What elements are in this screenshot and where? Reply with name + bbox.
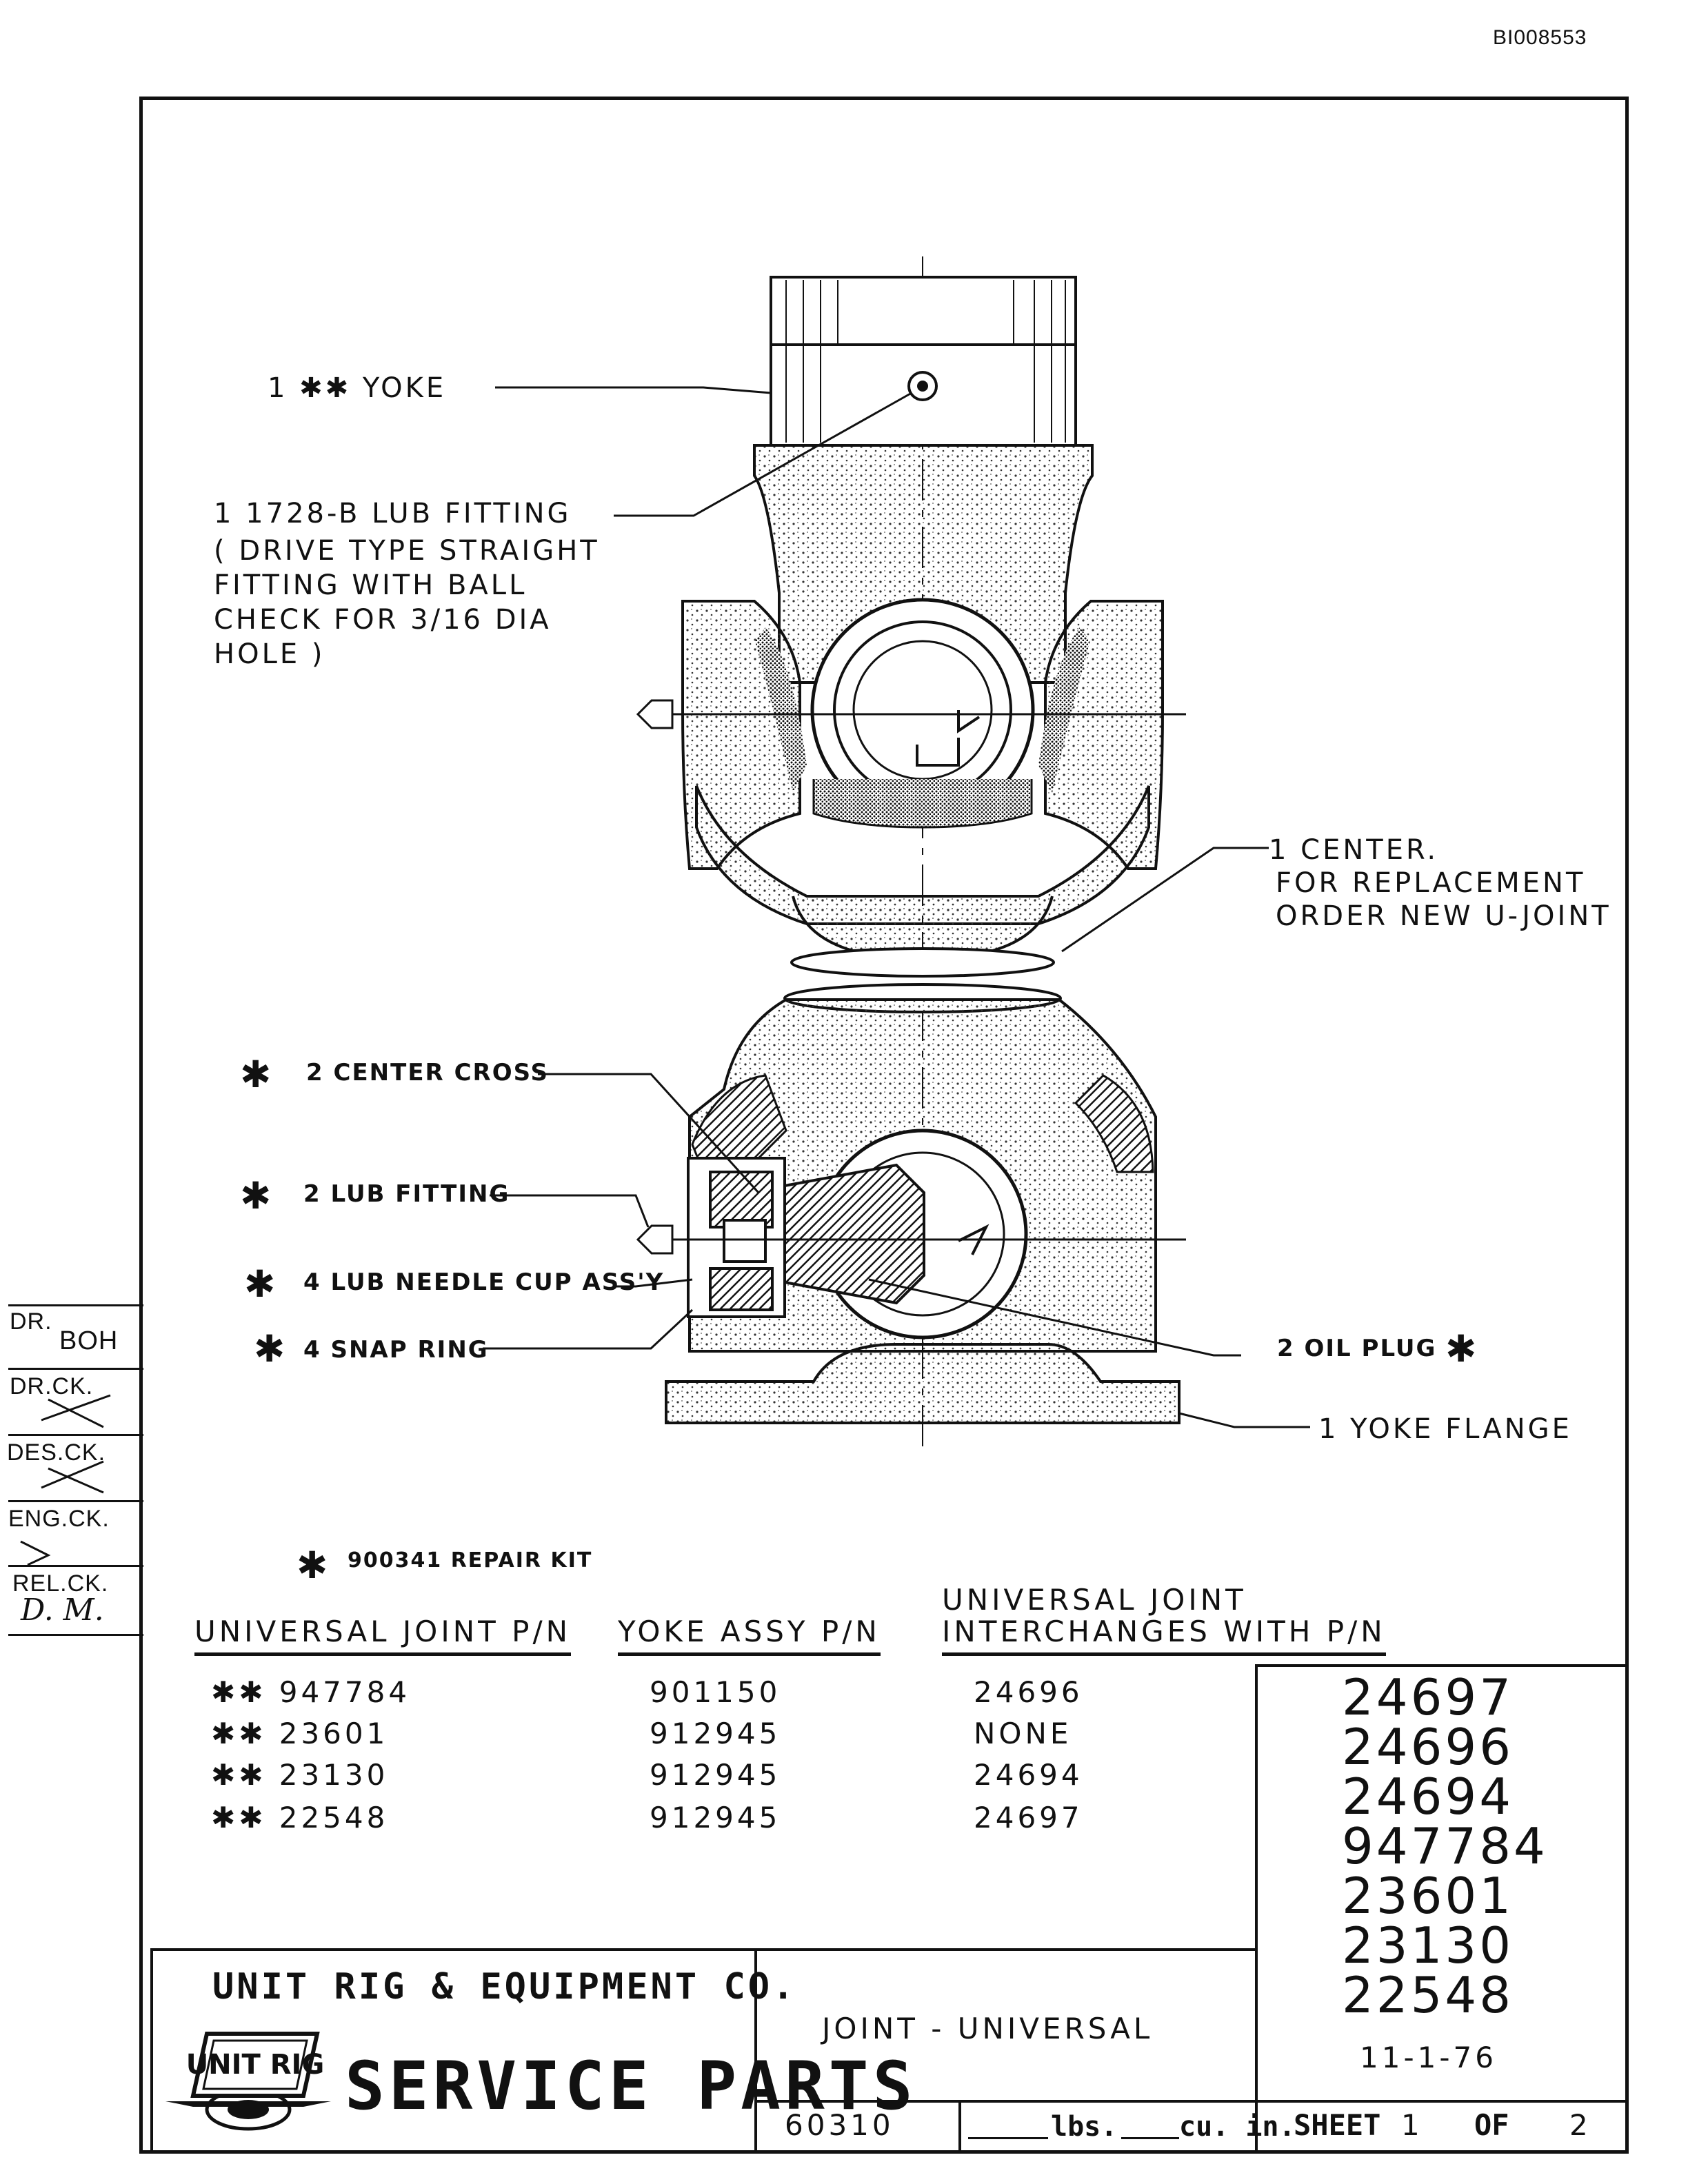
center-ring (790, 947, 1055, 978)
header-ujoint-pn: UNIVERSAL JOINT P/N (194, 1615, 572, 1656)
part-number-4: 947784 (1342, 1817, 1548, 1875)
title-block-top (150, 1948, 1256, 1951)
star-repair-kit: ✱ (297, 1544, 331, 1587)
yoke-pn-4: 912945 (650, 1801, 781, 1834)
star-center-cross: ✱ (240, 1053, 274, 1096)
drawing-title: JOINT - UNIVERSAL (822, 2012, 1154, 2045)
ujoint-pn-4: ✱✱ 22548 (211, 1801, 389, 1834)
check-line-1 (8, 1304, 143, 1306)
yoke-pn-2: 912945 (650, 1717, 781, 1750)
callout-yoke: 1 ✱✱ YOKE (268, 372, 447, 404)
part-number-5: 23601 (1342, 1867, 1514, 1925)
check-marks (20, 1394, 111, 1566)
yoke-spline (770, 276, 1077, 447)
callout-center-3: ORDER NEW U-JOINT (1276, 900, 1611, 932)
check-dr-value: BOH (59, 1326, 119, 1355)
volume-unit: cu. in. (1179, 2111, 1296, 2143)
check-dr-label: DR. (10, 1308, 52, 1335)
callout-lub-fitting-note-2: FITTING WITH BALL (214, 569, 528, 601)
document-id: BI008553 (1493, 26, 1587, 49)
interchange-pn-4: 24697 (974, 1801, 1083, 1834)
yoke-pn-3: 912945 (650, 1758, 781, 1792)
repair-kit-note: 900341 REPAIR KIT (348, 1548, 593, 1573)
check-line-5 (8, 1565, 143, 1567)
of-label: OF (1474, 2108, 1509, 2142)
check-line-6 (8, 1634, 143, 1636)
star-lub-fitting: ✱ (240, 1174, 274, 1217)
needle-cup-assembly (687, 1157, 925, 1318)
callout-needle-cup: 4 LUB NEEDLE CUP ASS'Y (303, 1268, 665, 1296)
part-number-7: 22548 (1342, 1966, 1514, 2024)
callout-lub-fitting-note-1: ( DRIVE TYPE STRAIGHT (214, 535, 600, 567)
info-divider-1 (958, 2100, 961, 2154)
yoke-flange (665, 1343, 1180, 1424)
header-interchange-2: INTERCHANGES WITH P/N (942, 1615, 1386, 1656)
sheet-label: SHEET (1294, 2108, 1381, 2142)
check-drck-label: DR.CK. (10, 1373, 94, 1399)
part-number-3: 24694 (1342, 1768, 1514, 1826)
part-number-2: 24696 (1342, 1718, 1514, 1776)
pn-box-left (1255, 1664, 1258, 2154)
check-line-3 (8, 1434, 143, 1436)
drawing-frame (139, 97, 1629, 2154)
check-relck-signature: D. M. (21, 1593, 104, 1628)
sheet-number: 1 (1401, 2108, 1423, 2142)
callout-center-cross: 2 CENTER CROSS (306, 1059, 550, 1086)
lower-yoke-hatched (691, 1074, 787, 1173)
callout-lub-fitting: 1 1728-B LUB FITTING (214, 498, 572, 529)
pn-box-top (1255, 1664, 1629, 1667)
callout-lub-fitting-note-4: HOLE ) (214, 638, 325, 670)
title-block-left (150, 1948, 153, 2154)
check-engck-label: ENG.CK. (8, 1506, 110, 1532)
check-relck-label: REL.CK. (12, 1570, 109, 1597)
drawing-number: 60310 (785, 2108, 894, 2142)
company-logo: UNIT RIG (165, 2020, 338, 2144)
interchange-pn-3: 24694 (974, 1758, 1083, 1792)
check-desck-label: DES.CK. (7, 1439, 106, 1466)
callout-snap-ring: 4 SNAP RING (303, 1336, 489, 1364)
upper-lub-nipple (636, 699, 674, 729)
callout-center-2: FOR REPLACEMENT (1276, 867, 1586, 899)
drawing-date: 11-1-76 (1360, 2041, 1497, 2074)
interchange-pn-2: NONE (974, 1717, 1072, 1750)
lower-lub-nipple (636, 1224, 674, 1255)
info-divider-2 (1255, 2100, 1258, 2154)
star-needle-cup: ✱ (244, 1262, 279, 1306)
title-block-divider (754, 1948, 757, 2154)
header-interchange-1: UNIVERSAL JOINT (942, 1583, 1247, 1617)
check-line-4 (8, 1500, 143, 1502)
callout-yoke-flange: 1 YOKE FLANGE (1318, 1413, 1572, 1445)
header-yoke-assy-pn: YOKE ASSY P/N (618, 1615, 881, 1656)
part-number-1: 24697 (1342, 1668, 1514, 1726)
part-number-6: 23130 (1342, 1917, 1514, 1974)
weight-unit: lbs. (1051, 2111, 1118, 2143)
sheet-total: 2 (1569, 2108, 1591, 2142)
ujoint-pn-1: ✱✱ 947784 (211, 1675, 411, 1709)
callout-oil-plug: 2 OIL PLUG (1277, 1335, 1437, 1362)
yoke-pn-1: 901150 (650, 1675, 781, 1709)
callout-lub-fitting-2: 2 LUB FITTING (303, 1180, 510, 1208)
company-name: UNIT RIG & EQUIPMENT CO. (212, 1966, 797, 2008)
service-parts-title: SERVICE PARTS (345, 2048, 917, 2125)
callout-lub-fitting-note-3: CHECK FOR 3/16 DIA (214, 604, 552, 636)
star-snap-ring: ✱ (254, 1327, 288, 1371)
leader-lines (483, 386, 1310, 1428)
ujoint-pn-3: ✱✱ 23130 (211, 1758, 389, 1792)
interchange-pn-1: 24696 (974, 1675, 1083, 1709)
svg-text:UNIT RIG: UNIT RIG (186, 2049, 325, 2081)
star-oil-plug: ✱ (1445, 1327, 1480, 1371)
check-line-2 (8, 1368, 143, 1370)
ujoint-pn-2: ✱✱ 23601 (211, 1717, 389, 1750)
callout-center-1: 1 CENTER. (1269, 834, 1439, 866)
info-row-top (754, 2100, 1629, 2103)
